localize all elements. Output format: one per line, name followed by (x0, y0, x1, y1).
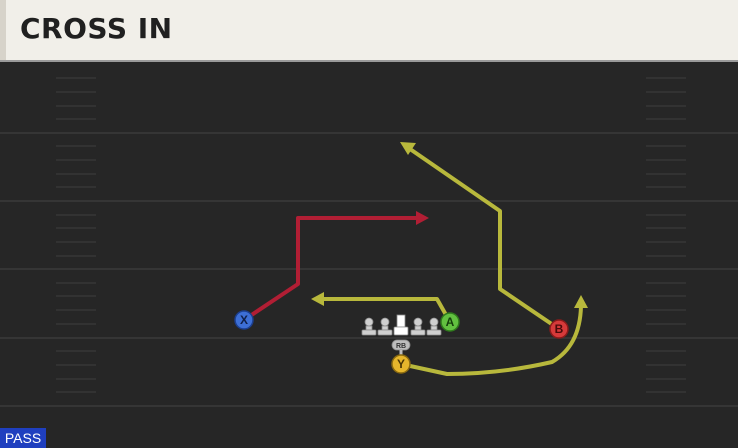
lineman-center (393, 314, 409, 336)
playbook-field (0, 62, 738, 448)
lineman-left-tackle (361, 317, 377, 336)
title-bar: CROSS IN (0, 0, 738, 60)
route-y-arrowhead (574, 295, 588, 308)
b-button-letter: B (555, 322, 564, 336)
hash-marks-left (56, 77, 96, 393)
route-y (400, 305, 583, 376)
hash-marks-right (646, 77, 686, 393)
yard-lines (0, 132, 738, 407)
y-button-icon (391, 354, 411, 374)
rb-label: RB (396, 343, 406, 350)
y-button-letter: Y (397, 357, 405, 371)
route-x-arrowhead (416, 211, 429, 225)
play-title: CROSS IN (20, 12, 173, 45)
a-button-letter: A (446, 315, 455, 329)
lineman-left-guard (377, 317, 393, 336)
receiver-y: Y (391, 354, 411, 374)
running-back-token: RB (391, 339, 411, 356)
route-a-arrowhead (311, 292, 324, 306)
lineman-right-tackle (426, 317, 442, 336)
b-button-icon (549, 319, 569, 339)
route-b (408, 147, 561, 331)
route-b-arrowhead (400, 142, 416, 155)
receiver-x: X (234, 310, 254, 330)
a-button-icon (440, 312, 460, 332)
play-type-badge: PASS (0, 428, 46, 448)
title-accent (0, 0, 6, 60)
offensive-line (361, 314, 442, 336)
lineman-right-guard (410, 317, 426, 336)
route-x (242, 216, 418, 322)
x-button-letter: X (240, 313, 248, 327)
receiver-a: A (440, 312, 460, 332)
receiver-b: B (549, 319, 569, 339)
x-button-icon (234, 310, 254, 330)
